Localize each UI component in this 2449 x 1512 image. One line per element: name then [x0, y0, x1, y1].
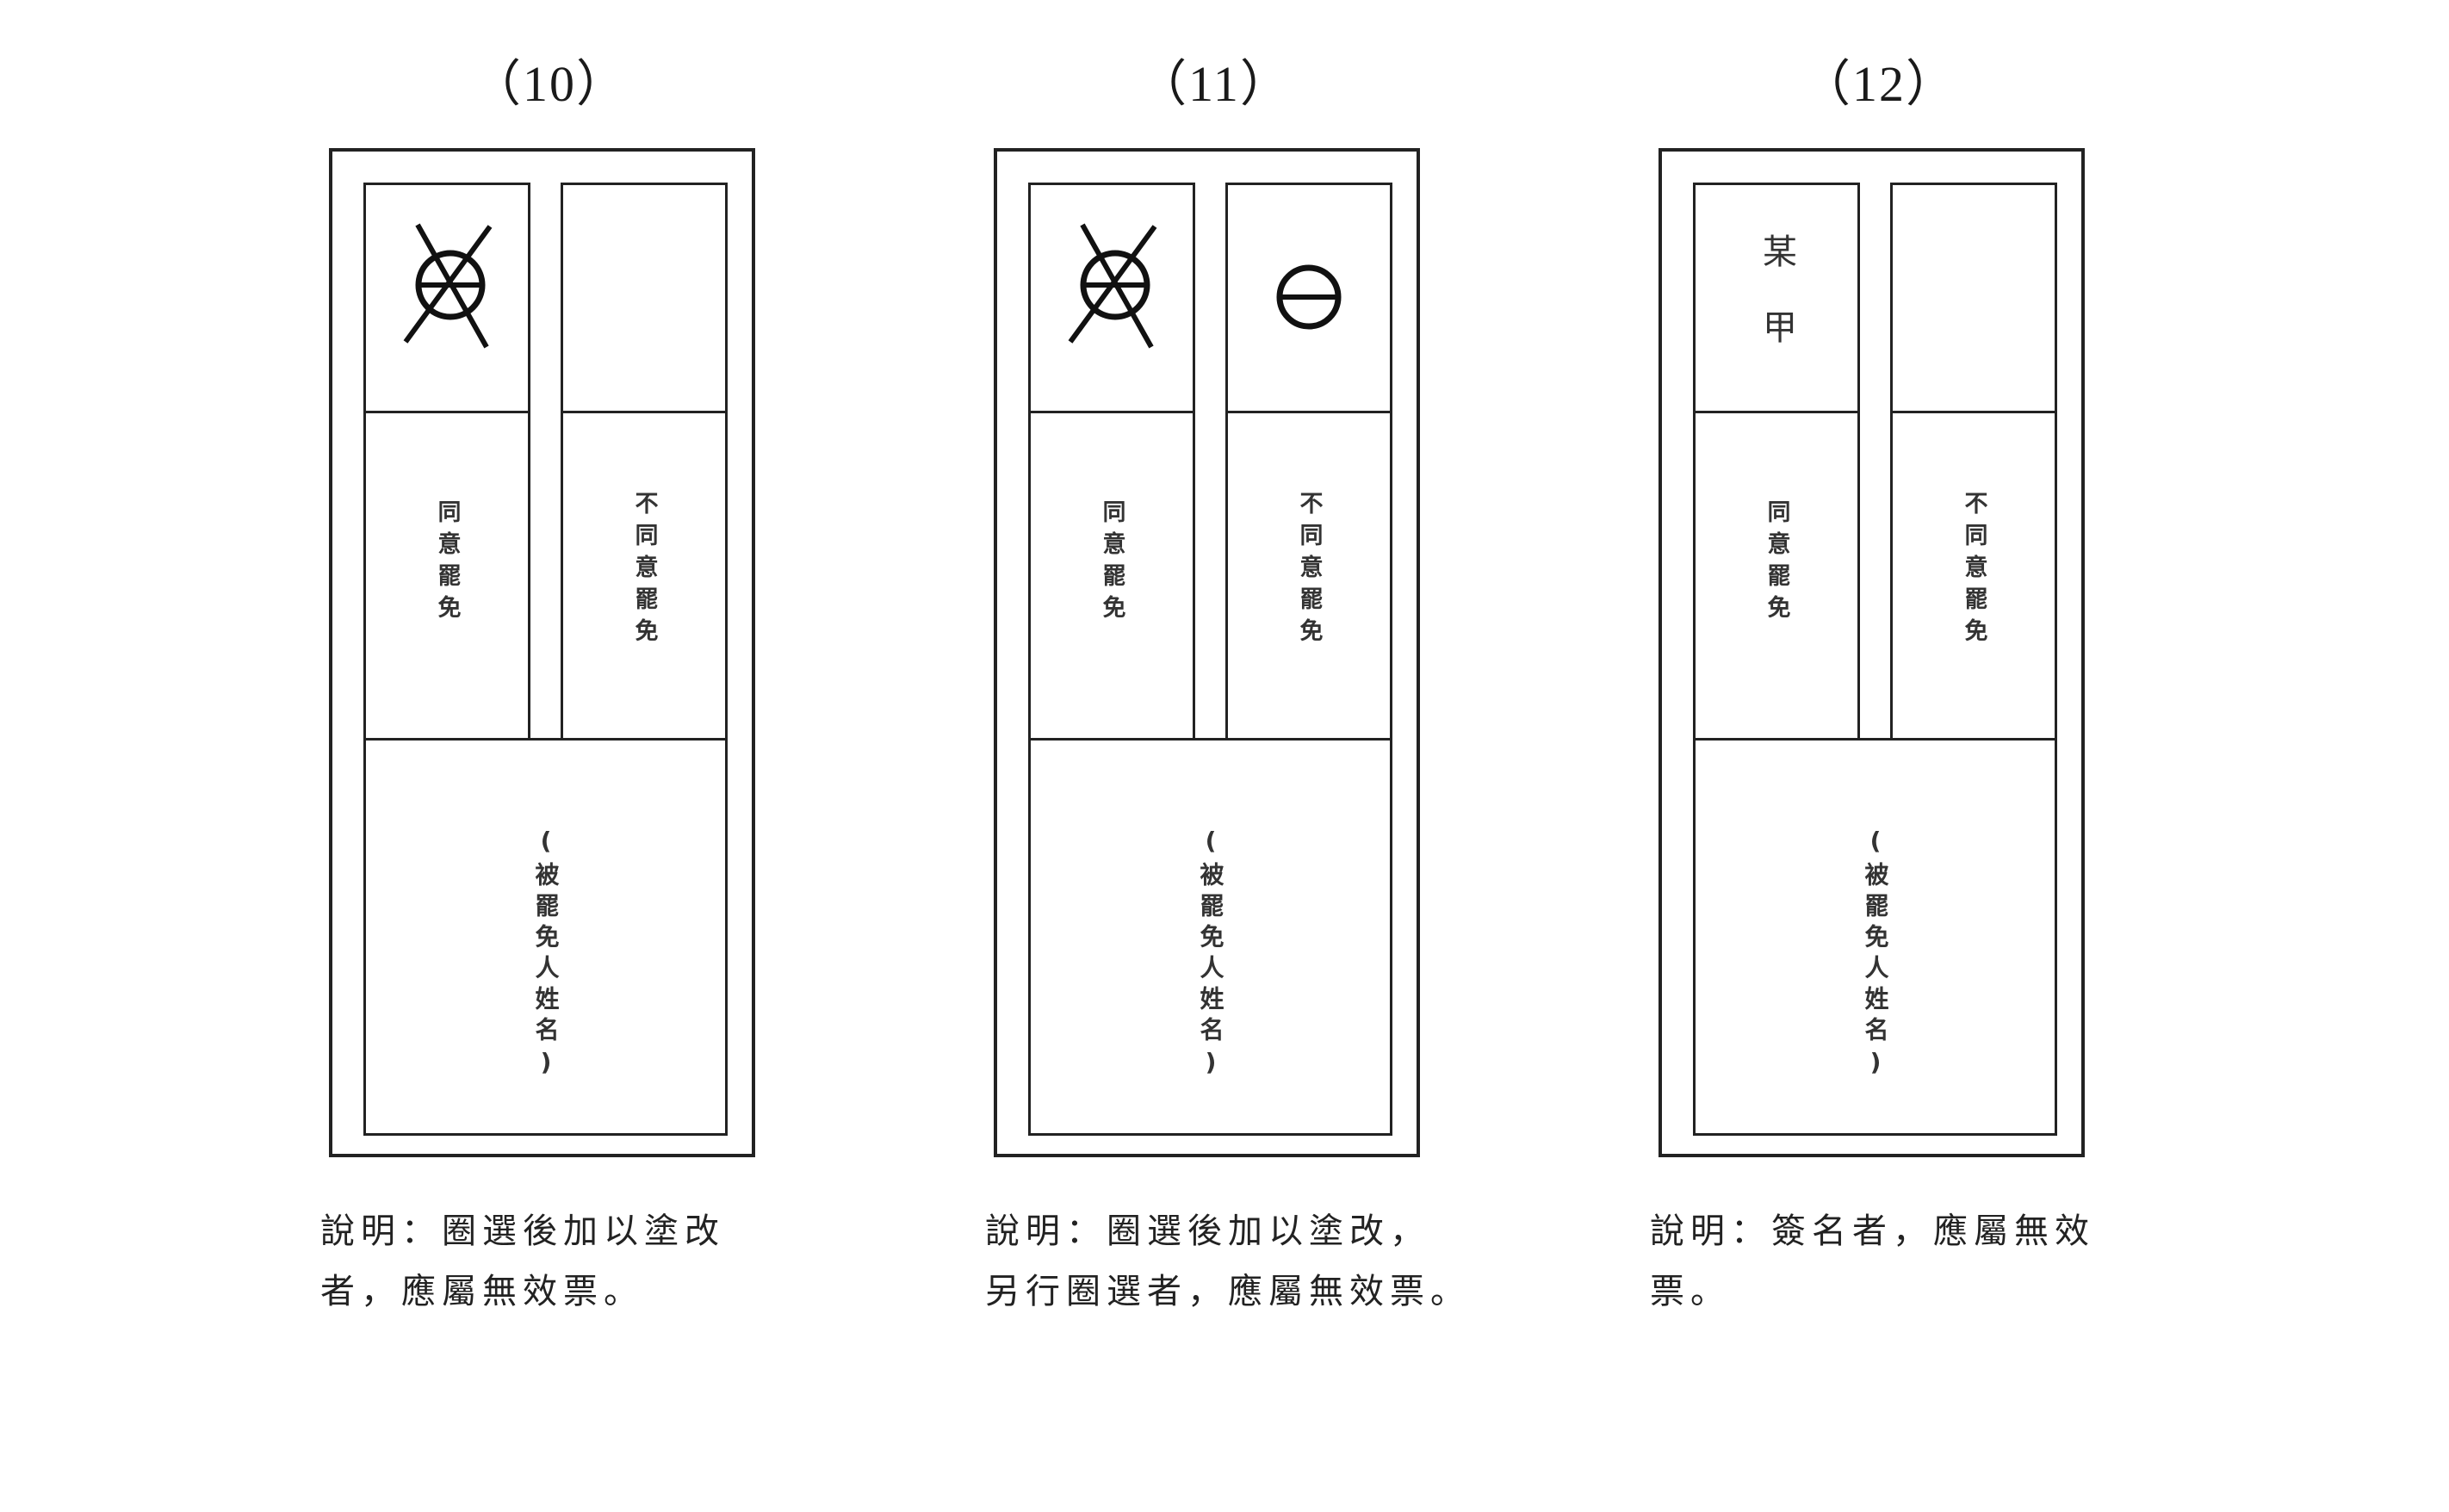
- circle-mark-icon: [1276, 264, 1342, 330]
- disagree-label-box: 不同意罷免: [1225, 411, 1392, 741]
- ballot-outer-frame: 同意罷免 不同意罷免 (被罷免人姓名): [994, 148, 1420, 1157]
- ballot-outer-frame: 某甲 同意罷免 不同意罷免 (被罷免人姓名): [1658, 148, 2085, 1157]
- candidate-name-box: (被罷免人姓名): [1693, 738, 2057, 1136]
- agree-label-box: 同意罷免: [1028, 411, 1195, 741]
- example-number: （12）: [1800, 56, 1957, 112]
- crossed-circle-mark-icon: [1068, 223, 1157, 349]
- example-number: （10）: [470, 56, 628, 112]
- ballot-outer-frame: 同意罷免 不同意罷免 (被罷免人姓名): [329, 148, 755, 1157]
- agree-label: 同意罷免: [433, 499, 461, 627]
- agree-label: 同意罷免: [1098, 499, 1125, 627]
- caption: 說明：簽名者，應屬無效 票。: [1650, 1201, 2115, 1322]
- agree-mark-box: 某甲: [1693, 183, 1860, 413]
- caption: 說明：圈選後加以塗改， 另行圈選者，應屬無效票。: [985, 1201, 1471, 1322]
- disagree-mark-box: [1225, 183, 1392, 413]
- written-signature: 某甲: [1757, 233, 1796, 385]
- caption: 說明：圈選後加以塗改 者，應屬無效票。: [320, 1201, 785, 1322]
- candidate-name-label: (被罷免人姓名): [1861, 827, 1890, 1083]
- disagree-label-box: 不同意罷免: [1890, 411, 2057, 741]
- caption-line: 者，應屬無效票。: [320, 1272, 644, 1311]
- disagree-mark-box: [561, 183, 728, 413]
- agree-label: 同意罷免: [1763, 499, 1790, 627]
- candidate-name-box: (被罷免人姓名): [363, 738, 728, 1136]
- caption-line: 說明：圈選後加以塗改: [320, 1211, 725, 1251]
- ballot-example-12: （12） 某甲 同意罷免 不同意罷免 (被罷免人姓名) 說明：簽名者，應屬無效 …: [1543, 0, 2215, 1512]
- example-number: （11）: [1137, 56, 1292, 112]
- caption-line: 說明：簽名者，應屬無效: [1650, 1211, 2095, 1251]
- disagree-label: 不同意罷免: [1960, 491, 1987, 650]
- crossed-circle-mark-icon: [403, 223, 493, 349]
- agree-mark-box: [1028, 183, 1195, 413]
- disagree-label: 不同意罷免: [1295, 491, 1323, 650]
- agree-mark-box: [363, 183, 530, 413]
- ballot-example-10: （10） 同意罷免 不同意罷免 (被罷免人姓名) 說明：圈選後加以塗改 者，應屬…: [214, 0, 885, 1512]
- candidate-name-box: (被罷免人姓名): [1028, 738, 1392, 1136]
- disagree-label-box: 不同意罷免: [561, 411, 728, 741]
- ballot-example-11: （11） 同意罷免 不同意罷免 (被罷免人姓名) 說明：圈選後加以塗改，: [878, 0, 1550, 1512]
- candidate-name-label: (被罷免人姓名): [1196, 827, 1225, 1083]
- caption-line: 票。: [1650, 1272, 1731, 1311]
- agree-label-box: 同意罷免: [1693, 411, 1860, 741]
- disagree-mark-box: [1890, 183, 2057, 413]
- caption-line: 說明：圈選後加以塗改，: [985, 1211, 1430, 1251]
- candidate-name-label: (被罷免人姓名): [531, 827, 561, 1083]
- caption-line: 另行圈選者，應屬無效票。: [985, 1272, 1471, 1311]
- disagree-label: 不同意罷免: [630, 491, 658, 650]
- agree-label-box: 同意罷免: [363, 411, 530, 741]
